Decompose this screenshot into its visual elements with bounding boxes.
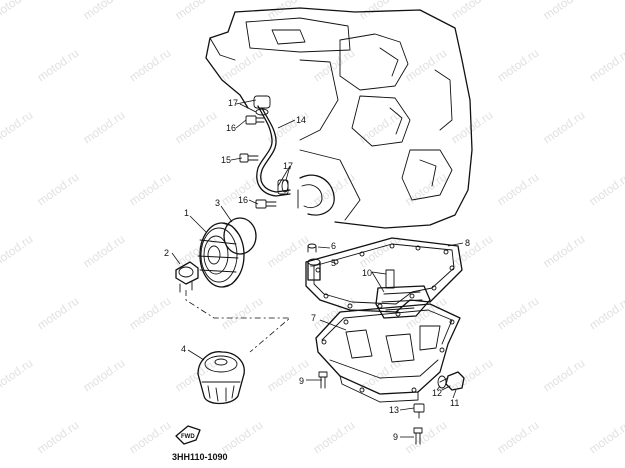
- union-bolt-16-lower: [255, 199, 277, 209]
- watermark-text: motod.ru: [265, 232, 312, 271]
- watermark-text: motod.ru: [587, 46, 625, 85]
- oil-pan-7: [315, 303, 461, 403]
- watermark-text: motod.ru: [219, 294, 266, 333]
- watermark-text: motod.ru: [173, 108, 220, 147]
- watermark-text: motod.ru: [0, 0, 35, 22]
- watermark-text: motod.ru: [35, 418, 82, 457]
- o-ring-3: [223, 217, 257, 255]
- watermark-text: motod.ru: [0, 356, 35, 395]
- callout-7: 7: [311, 313, 316, 323]
- watermark-text: motod.ru: [219, 46, 266, 85]
- callout-13: 13: [389, 405, 399, 415]
- callout-9-bottom: 9: [393, 432, 398, 442]
- watermark-text: motod.ru: [541, 232, 588, 271]
- watermark-text: motod.ru: [35, 294, 82, 333]
- callout-16-upper: 16: [226, 123, 236, 133]
- watermark-text: motod.ru: [0, 232, 35, 271]
- leader-lines: [171, 99, 464, 438]
- watermark-text: motod.ru: [0, 108, 35, 147]
- oil-cooler-1: [197, 222, 245, 288]
- bolt-13: [413, 403, 425, 419]
- union-bolt-16-upper: [245, 115, 265, 125]
- watermark-text: motod.ru: [127, 46, 174, 85]
- watermark-text: motod.ru: [219, 418, 266, 457]
- watermark-text: motod.ru: [127, 170, 174, 209]
- watermark-text: motod.ru: [587, 294, 625, 333]
- watermark-text: motod.ru: [173, 356, 220, 395]
- bolt-9-bottom: [413, 427, 423, 445]
- watermark-text: motod.ru: [495, 418, 542, 457]
- watermark-text: motod.ru: [541, 356, 588, 395]
- callout-2: 2: [164, 248, 169, 258]
- engine-block: [205, 7, 473, 229]
- watermark-text: motod.ru: [495, 294, 542, 333]
- watermark-text: motod.ru: [173, 0, 220, 22]
- callout-10: 10: [362, 268, 372, 278]
- strainer-10: [375, 269, 431, 319]
- callout-17-lower: 17: [283, 161, 293, 171]
- watermark-text: motod.ru: [81, 108, 128, 147]
- callout-1: 1: [184, 208, 189, 218]
- watermark-text: motod.ru: [541, 0, 588, 22]
- oil-delivery-pipe: [253, 95, 291, 197]
- watermark-text: motod.ru: [541, 108, 588, 147]
- watermark-text: motod.ru: [311, 418, 358, 457]
- dowel-6: [307, 243, 317, 253]
- callout-8: 8: [465, 238, 470, 248]
- watermark-text: motod.ru: [81, 232, 128, 271]
- watermark-text: motod.ru: [265, 356, 312, 395]
- gasket-12: [437, 375, 447, 389]
- bolt-2: [175, 261, 199, 293]
- front-arrow: FWD: [175, 425, 201, 445]
- bolt-15: [239, 153, 259, 163]
- callout-16-lower: 16: [238, 195, 248, 205]
- callout-17-upper: 17: [228, 98, 238, 108]
- watermark-text: motod.ru: [357, 232, 404, 271]
- watermark-text: motod.ru: [35, 170, 82, 209]
- callout-12: 12: [432, 388, 442, 398]
- callout-11: 11: [450, 398, 459, 408]
- diagram-code: 3HH110-1090: [172, 452, 228, 462]
- callouts: 1 2 3 4 5 6 7 8 9 9 10 11 12 13 14 15 16…: [164, 98, 470, 442]
- watermark-text: motod.ru: [495, 46, 542, 85]
- watermark-text: motod.ru: [127, 294, 174, 333]
- callout-14: 14: [296, 115, 306, 125]
- bolt-9-left: [318, 371, 328, 389]
- callout-3: 3: [215, 198, 220, 208]
- watermark-text: motod.ru: [403, 46, 450, 85]
- watermark-text: motod.ru: [173, 232, 220, 271]
- pipe-5: [307, 258, 321, 281]
- oil-filter-4: [197, 351, 245, 405]
- callout-6: 6: [331, 241, 336, 251]
- watermark-text: motod.ru: [127, 418, 174, 457]
- watermark-text: motod.ru: [311, 294, 358, 333]
- watermark-text: motod.ru: [495, 170, 542, 209]
- watermark-text: motod.ru: [449, 0, 496, 22]
- callout-4: 4: [181, 344, 186, 354]
- watermark-text: motod.ru: [587, 170, 625, 209]
- callout-9-left: 9: [299, 376, 304, 386]
- watermark-text: motod.ru: [587, 418, 625, 457]
- callout-15: 15: [221, 155, 231, 165]
- watermark-text: motod.ru: [81, 356, 128, 395]
- watermark-text: motod.ru: [81, 0, 128, 22]
- watermark-text: motod.ru: [449, 232, 496, 271]
- watermark-text: motod.ru: [35, 46, 82, 85]
- callout-5: 5: [331, 258, 336, 268]
- front-badge-label: FWD: [181, 434, 195, 440]
